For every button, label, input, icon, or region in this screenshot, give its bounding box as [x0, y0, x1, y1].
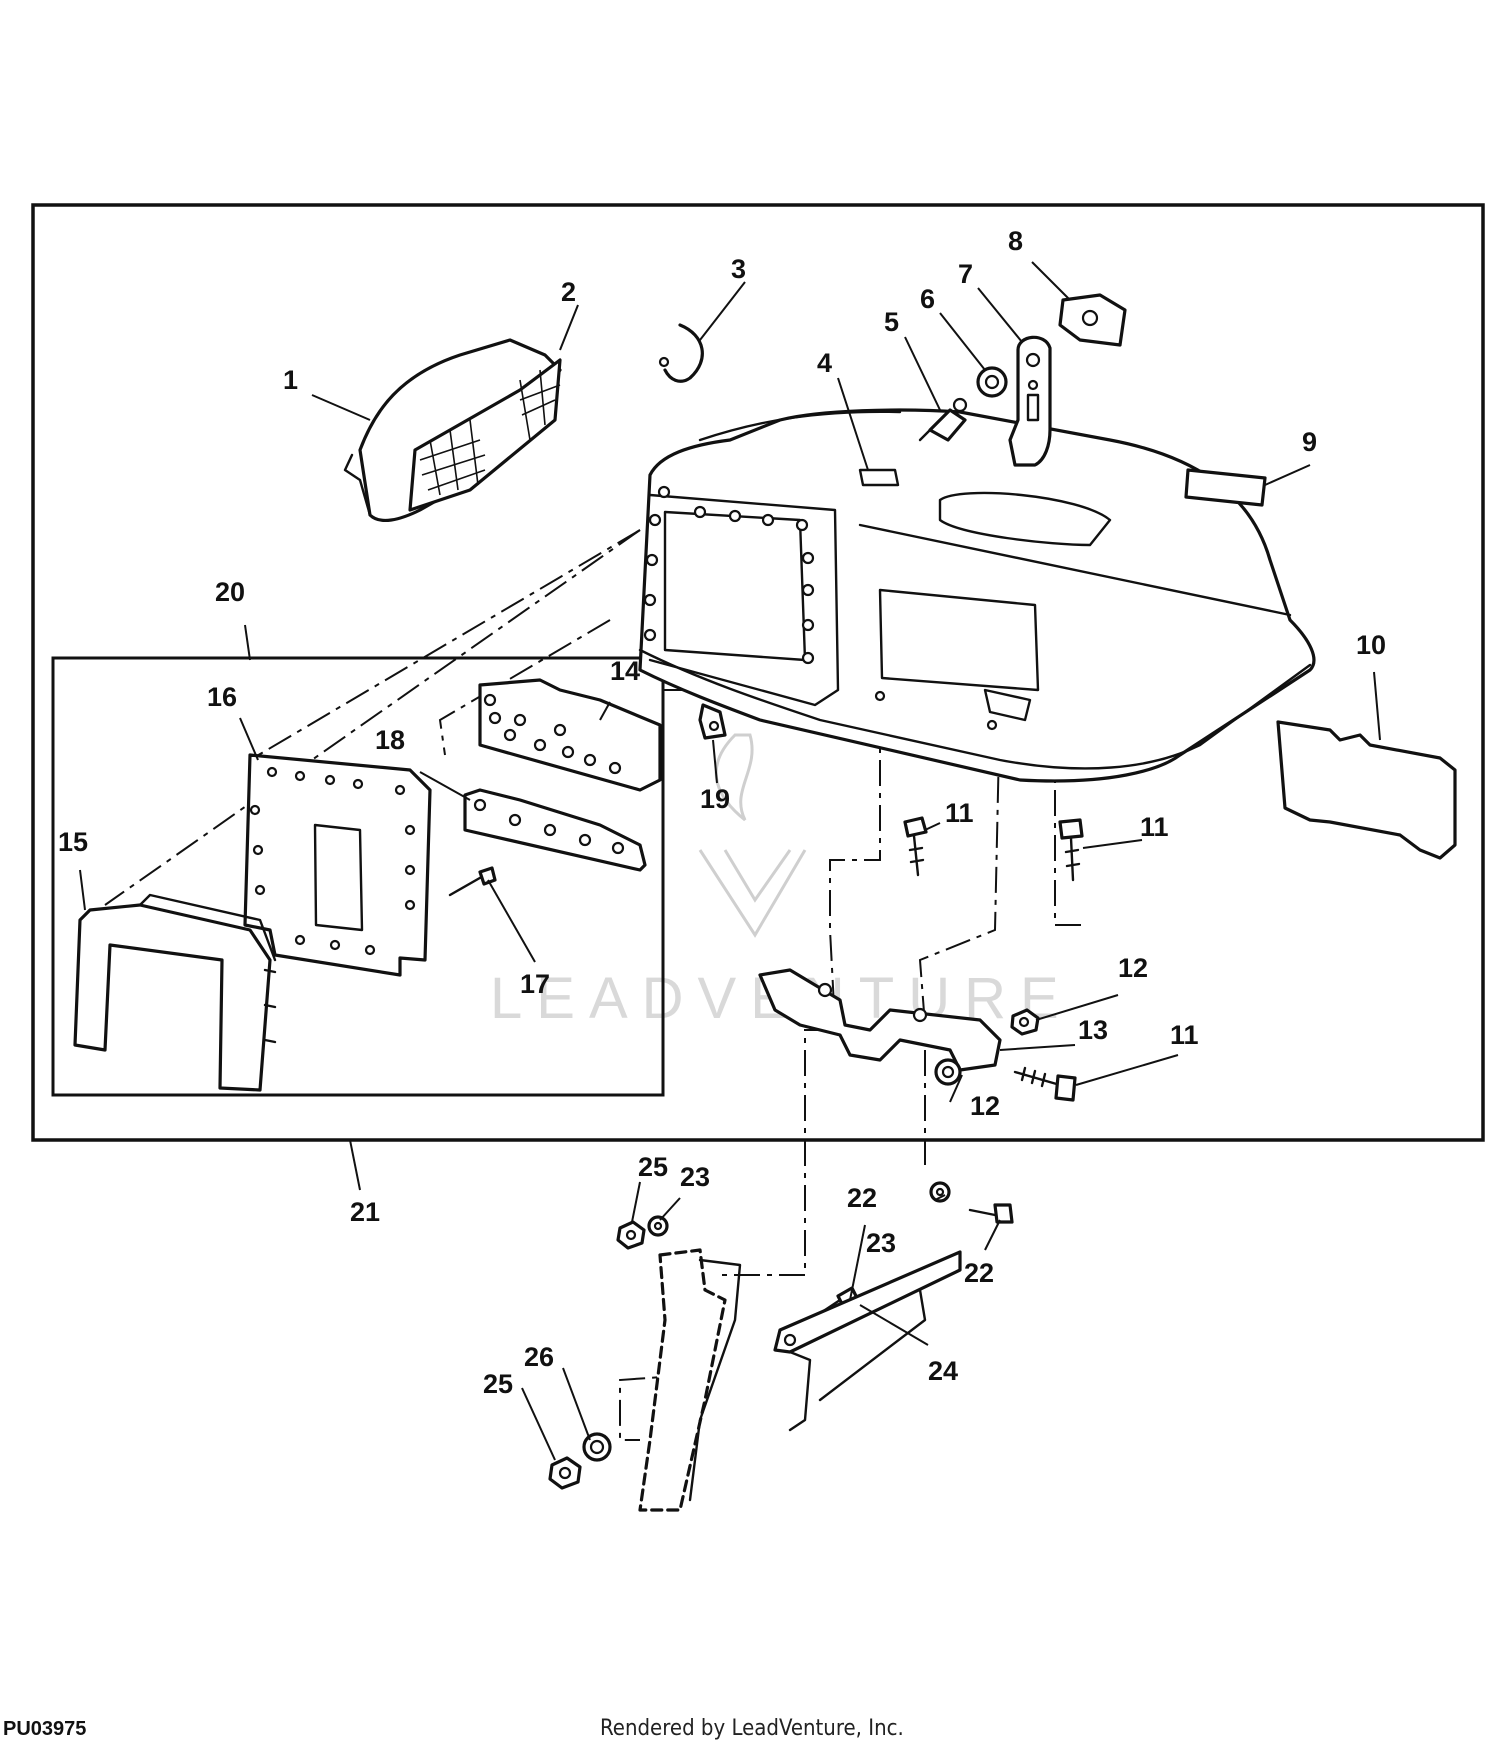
- callout-24: 24: [928, 1356, 958, 1386]
- side-screen-part-1-2: [343, 338, 562, 523]
- roof-canopy: [638, 408, 1316, 783]
- washer-part-23-a: [647, 1215, 669, 1237]
- callout-3: 3: [731, 254, 746, 284]
- nut-part-25-a: [616, 1220, 646, 1250]
- screw-part-5: [918, 397, 968, 442]
- nut-part-12-b: [934, 1058, 962, 1086]
- rear-screen-part-10: [1276, 720, 1457, 860]
- panel-part-16: [243, 753, 432, 977]
- nut-part-25-b: [548, 1456, 582, 1490]
- leader-lines: [79, 261, 1381, 1461]
- bracket-part-13: [758, 968, 1002, 1072]
- bolt-part-11-c: [1013, 1066, 1077, 1102]
- rod-part-24: [773, 1250, 962, 1432]
- callout-1: 1: [283, 365, 298, 395]
- light-housing-part-14: [478, 678, 662, 792]
- callout-2: 2: [561, 277, 576, 307]
- callout-16: 16: [207, 682, 237, 712]
- plate-part-18: [463, 788, 647, 872]
- assembly-frame-21: [31, 203, 1485, 1142]
- render-credit: Rendered by LeadVenture, Inc.: [600, 1716, 904, 1741]
- callout-25b: 25: [483, 1369, 513, 1399]
- callout-23b: 23: [866, 1228, 896, 1258]
- callout-9: 9: [1302, 427, 1317, 457]
- bolt-part-22-b: [968, 1203, 1014, 1224]
- bolt-part-11-a: [903, 816, 928, 877]
- callouts: 1 2 3 4 5 6 7 8 9 10 11 11 11 12 12 13 1…: [58, 226, 1386, 1399]
- callout-7: 7: [958, 259, 973, 289]
- washer-part-26: [582, 1432, 612, 1462]
- callout-11b: 11: [1140, 812, 1169, 842]
- lens-part-15: [73, 893, 277, 1092]
- bolt-part-11-b: [1058, 818, 1084, 882]
- callout-13: 13: [1078, 1015, 1108, 1045]
- callout-23a: 23: [680, 1162, 710, 1192]
- callout-17: 17: [520, 969, 550, 999]
- figure-id: PU03975: [3, 1718, 87, 1740]
- callout-11a: 11: [945, 798, 974, 828]
- callout-20: 20: [215, 577, 245, 607]
- callout-12b: 12: [970, 1091, 1000, 1121]
- nut-part-12-a: [1010, 1008, 1040, 1036]
- handle-part-7: [1008, 335, 1052, 467]
- clip-part-19: [698, 703, 727, 740]
- callout-14: 14: [610, 656, 640, 686]
- washer-part-23-b: [929, 1181, 951, 1203]
- kit-frame-20: [51, 656, 665, 1097]
- callout-10: 10: [1356, 630, 1386, 660]
- rivets: [643, 485, 998, 731]
- grommet-part-6: [976, 366, 1008, 398]
- callout-18: 18: [375, 725, 405, 755]
- callout-19: 19: [700, 784, 730, 814]
- callout-26: 26: [524, 1342, 554, 1372]
- callout-8: 8: [1008, 226, 1023, 256]
- callout-21: 21: [350, 1197, 380, 1227]
- callout-15: 15: [58, 827, 88, 857]
- callout-22a: 22: [847, 1183, 877, 1213]
- callout-11c: 11: [1170, 1020, 1199, 1050]
- callout-22b: 22: [964, 1258, 994, 1288]
- callout-4: 4: [817, 348, 832, 378]
- callout-25a: 25: [638, 1152, 668, 1182]
- clip-part-3: [658, 323, 704, 383]
- latch-part-8: [1058, 293, 1127, 347]
- pin-part-17: [448, 866, 497, 897]
- mounting-arm: [638, 1248, 742, 1512]
- callout-12a: 12: [1118, 953, 1148, 983]
- decal-part-9: [1184, 468, 1267, 507]
- callout-6: 6: [920, 284, 935, 314]
- callout-5: 5: [884, 307, 899, 337]
